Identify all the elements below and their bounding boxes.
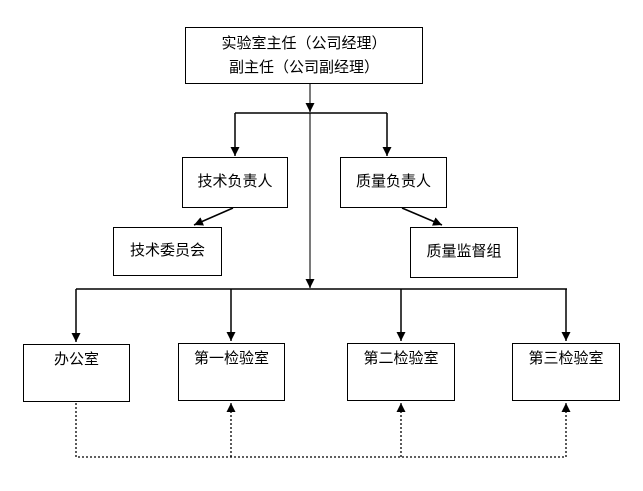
quality-supervision-label: 质量监督组 <box>426 244 502 261</box>
node-lab1: 第一检验室 <box>178 343 285 401</box>
technical-lead-label: 技术负责人 <box>197 174 273 191</box>
node-director: 实验室主任（公司经理） 副主任（公司副经理） <box>185 27 423 84</box>
lab1-label: 第一检验室 <box>193 351 269 367</box>
node-technical-lead: 技术负责人 <box>182 157 288 208</box>
lab3-label: 第三检验室 <box>528 351 604 367</box>
node-technical-committee: 技术委员会 <box>113 227 222 276</box>
node-lab2: 第二检验室 <box>347 343 455 401</box>
technical-committee-label: 技术委员会 <box>129 243 205 260</box>
node-director-text: 实验室主任（公司经理） 副主任（公司副经理） <box>221 32 386 80</box>
node-quality-lead: 质量负责人 <box>340 157 447 208</box>
lab2-label: 第二检验室 <box>363 351 439 367</box>
node-lab3: 第三检验室 <box>512 343 620 401</box>
diagonal-quality-supervision <box>401 207 443 226</box>
diagonal-technical-committee <box>193 207 234 226</box>
node-quality-supervision: 质量监督组 <box>410 227 518 278</box>
director-line1: 实验室主任（公司经理） <box>221 35 387 52</box>
dotted-feedback-path <box>75 403 566 458</box>
node-office: 办公室 <box>23 344 130 402</box>
quality-lead-label: 质量负责人 <box>355 174 431 191</box>
office-label: 办公室 <box>53 352 99 368</box>
director-line2: 副主任（公司副经理） <box>228 59 379 76</box>
